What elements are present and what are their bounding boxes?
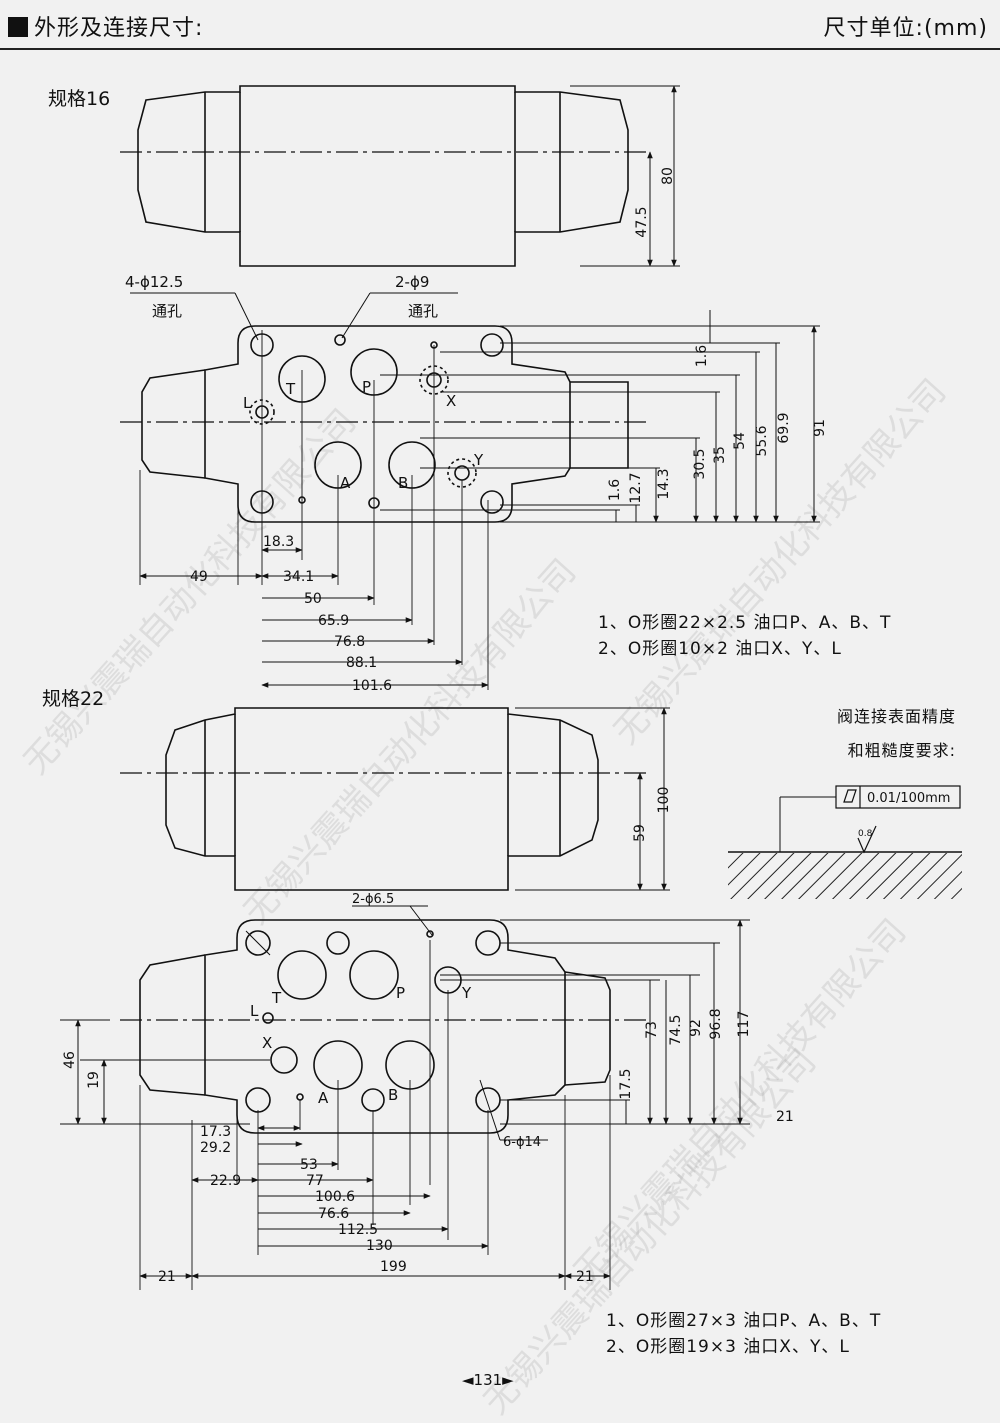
dim-117: 117 (736, 1011, 752, 1038)
port-label-P: P (362, 378, 371, 396)
dim-77: 77 (306, 1173, 324, 1189)
port-T (277, 950, 327, 1000)
spec16-side-view (120, 85, 650, 267)
spec16-top-view (120, 325, 650, 690)
spec22-top-view (120, 919, 650, 1290)
dim-12-7: 12.7 (628, 472, 644, 503)
dim-49: 49 (190, 569, 208, 585)
dim-53: 53 (300, 1157, 318, 1173)
hole-small-label: 2-ϕ6.5 (352, 892, 394, 907)
page-header: 外形及连接尺寸: 尺寸单位:(mm) (0, 0, 1000, 50)
hole-large-label: 4-ϕ12.5 (125, 273, 183, 291)
port-P (349, 950, 399, 1000)
dim-112-5: 112.5 (338, 1222, 378, 1238)
roughness-line1: 阀连接表面精度 (836, 707, 956, 726)
spec22-side-view (120, 707, 650, 891)
dim-21: 21 (158, 1269, 176, 1285)
port-label-T: T (285, 380, 296, 398)
port-label-Y: Y (461, 984, 472, 1002)
port-label-Y: Y (473, 451, 484, 469)
roughness-note: 阀连接表面精度 和粗糙度要求: (760, 700, 956, 768)
hole-large-label: 6-ϕ14 (503, 1135, 541, 1150)
dim-76-8: 76.8 (334, 634, 365, 650)
technical-drawing: 4-ϕ12.5 通孔 2-ϕ9 通孔 T P X L A B Y 80 47.5… (60, 85, 962, 1290)
dim-65-9: 65.9 (318, 613, 349, 629)
port-label-A: A (340, 474, 351, 492)
port-label-X: X (446, 392, 456, 410)
port-label-A: A (318, 1089, 329, 1107)
dim-1-6: 1.6 (607, 479, 623, 501)
section-title: 外形及连接尺寸: (8, 10, 203, 42)
dim-21: 21 (776, 1109, 794, 1125)
dim-92: 92 (688, 1019, 704, 1037)
port-label-X: X (262, 1034, 272, 1052)
dim-34-1: 34.1 (283, 569, 314, 585)
note-line: 1、O形圈22×2.5 油口P、A、B、T (598, 613, 892, 633)
dim-35: 35 (712, 446, 728, 464)
spec16-notes: 1、O形圈22×2.5 油口P、A、B、T 2、O形圈10×2 油口X、Y、L (598, 610, 891, 662)
dim-76-6: 76.6 (318, 1206, 349, 1222)
hole-large-note: 通孔 (152, 302, 182, 320)
spec22-notes: 1、O形圈27×3 油口P、A、B、T 2、O形圈19×3 油口X、Y、L (606, 1308, 881, 1360)
section-title-text: 外形及连接尺寸: (34, 16, 204, 41)
hole-small-note: 通孔 (408, 302, 438, 320)
port-label-L: L (250, 1002, 259, 1020)
dim-88-1: 88.1 (346, 655, 377, 671)
roughness-line2: 和粗糙度要求: (847, 741, 956, 760)
hole-small-label: 2-ϕ9 (395, 273, 429, 291)
dim-55-6: 55.6 (754, 425, 770, 456)
dim-199: 199 (380, 1259, 407, 1275)
dim-46: 46 (62, 1051, 78, 1069)
note-line: 2、O形圈19×3 油口X、Y、L (606, 1337, 850, 1357)
port-label-B: B (398, 474, 408, 492)
dim-19: 19 (86, 1071, 102, 1089)
dim-47-5: 47.5 (634, 206, 650, 237)
dim-100: 100 (656, 787, 672, 814)
surface-hatch (728, 853, 962, 899)
dim-22-9: 22.9 (210, 1173, 241, 1189)
port-label-L: L (243, 394, 252, 412)
dim-17-3: 17.3 (200, 1124, 231, 1140)
dim-30-5: 30.5 (692, 448, 708, 479)
dim-50: 50 (304, 591, 322, 607)
dim-54: 54 (732, 432, 748, 450)
dim-80: 80 (660, 167, 676, 185)
port-label-B: B (388, 1086, 398, 1104)
spec16-title: 规格16 (48, 88, 111, 110)
unit-label: 尺寸单位:(mm) (823, 16, 988, 41)
dim-18-3: 18.3 (263, 534, 294, 550)
note-line: 2、O形圈10×2 油口X、Y、L (598, 639, 842, 659)
dim-100-6: 100.6 (315, 1189, 355, 1205)
page-number: ◄131► (462, 1371, 514, 1389)
dim-69-9: 69.9 (776, 412, 792, 443)
dim-130: 130 (366, 1238, 393, 1254)
ra-value: 0.8 (858, 829, 873, 839)
dim-101-6: 101.6 (352, 678, 392, 694)
dim-21: 21 (576, 1269, 594, 1285)
roughness-symbol (728, 785, 962, 854)
dim-96-8: 96.8 (708, 1008, 724, 1039)
square-bullet-icon (8, 17, 28, 37)
dim-74-5: 74.5 (668, 1014, 684, 1045)
dim-73: 73 (644, 1021, 660, 1039)
note-line: 1、O形圈27×3 油口P、A、B、T (606, 1311, 882, 1331)
dim-14-3: 14.3 (656, 468, 672, 499)
dim-17-5: 17.5 (618, 1068, 634, 1099)
dim-29-2: 29.2 (200, 1140, 231, 1156)
dim-91: 91 (812, 419, 828, 437)
port-label-T: T (271, 989, 282, 1007)
flatness-value: 0.01/100mm (867, 791, 950, 806)
dim-59: 59 (632, 824, 648, 842)
dim-1-6: 1.6 (694, 345, 710, 367)
port-label-P: P (396, 984, 405, 1002)
spec22-title: 规格22 (42, 688, 105, 710)
